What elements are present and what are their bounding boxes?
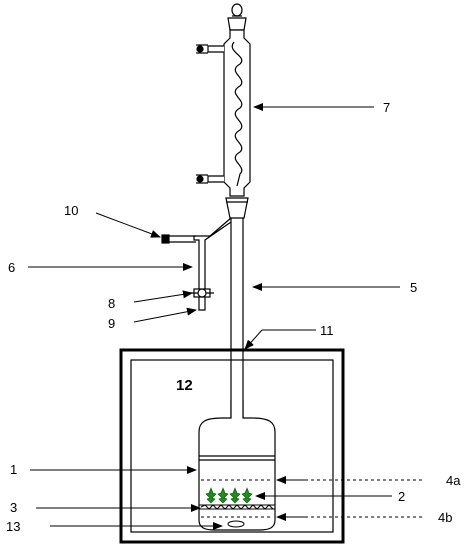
label-9: 9 [108, 316, 116, 331]
extraction-vessel [198, 400, 276, 531]
label-11: 11 [320, 323, 334, 338]
stir-bar [227, 520, 245, 528]
label-5: 5 [410, 280, 418, 295]
label-7: 7 [383, 100, 391, 115]
label-8: 8 [108, 296, 116, 311]
support-mesh [199, 504, 275, 510]
label-3: 3 [10, 500, 18, 515]
label-4a: 4a [446, 473, 461, 488]
vertical-tube [230, 218, 244, 420]
label-13: 13 [6, 519, 21, 534]
label-4b: 4b [438, 510, 453, 525]
label-10: 10 [64, 203, 79, 218]
label-12: 12 [176, 377, 193, 394]
label-6: 6 [8, 260, 16, 275]
outer-enclosure [119, 348, 345, 544]
ground-joint [225, 197, 249, 219]
plant-samples [205, 487, 253, 504]
label-2: 2 [398, 489, 406, 504]
leader-arrows [28, 103, 422, 530]
condenser [196, 29, 251, 197]
condenser-stopper [227, 3, 247, 31]
side-arm [161, 217, 232, 311]
label-1: 1 [10, 462, 18, 477]
level-lines [201, 479, 273, 518]
